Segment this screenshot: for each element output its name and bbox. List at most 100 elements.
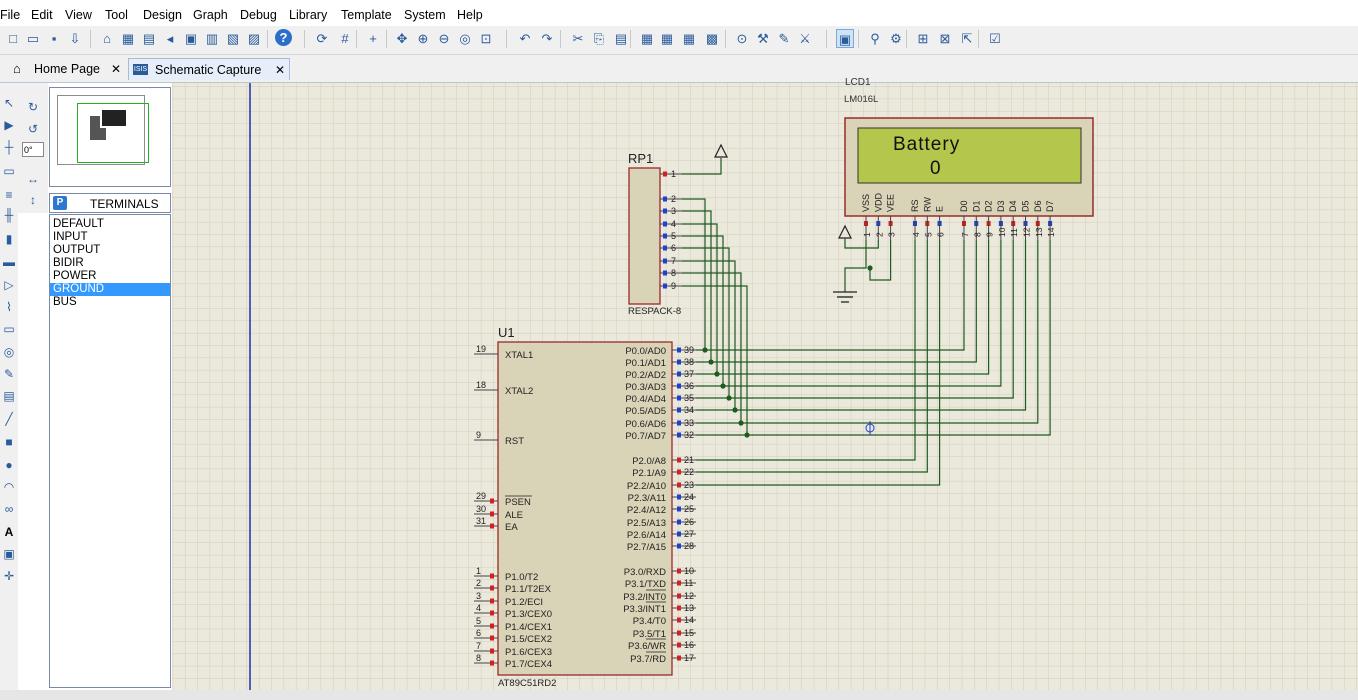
menu-help[interactable]: Help	[457, 8, 483, 22]
bom-icon[interactable]: ▧	[226, 31, 240, 46]
terminals-mode-icon[interactable]: ▬	[3, 255, 15, 269]
menu-library[interactable]: Library	[289, 8, 328, 22]
terminal-item-power[interactable]: POWER	[53, 270, 97, 282]
undo-icon[interactable]: ↶	[519, 31, 531, 46]
voltage-probe-icon[interactable]: ✎	[3, 367, 15, 381]
import-icon[interactable]: ⇩	[69, 31, 81, 46]
netlist-icon[interactable]: ▥	[205, 31, 219, 46]
close-icon[interactable]: ✕	[111, 62, 122, 76]
mcu-pin-name: P1.6/CEX3	[505, 647, 552, 658]
block-copy-icon[interactable]: ▦	[640, 31, 654, 46]
arc-2d-icon[interactable]: ◠	[3, 480, 15, 494]
marker-2d-icon[interactable]: ✛	[3, 569, 15, 583]
tab-home-page[interactable]: ⌂ Home Page ✕	[8, 58, 123, 80]
exit-parent-icon[interactable]: ⇱	[961, 31, 973, 46]
zoom-area-icon[interactable]: ⊡	[480, 31, 492, 46]
save-icon[interactable]: ▪	[51, 31, 57, 46]
close-icon[interactable]: ✕	[275, 63, 286, 77]
lcd-pin-name: RS	[910, 199, 920, 212]
menu-system[interactable]: System	[404, 8, 446, 22]
current-probe-icon[interactable]: ▤	[3, 389, 15, 403]
terminal-item-default[interactable]: DEFAULT	[53, 218, 104, 230]
make-device-icon[interactable]: ⚒	[757, 31, 769, 46]
block-delete-icon[interactable]: ▩	[705, 31, 719, 46]
wire-label-icon[interactable]: ▭	[3, 164, 15, 178]
menu-view[interactable]: View	[65, 8, 92, 22]
wire-autorouter-icon[interactable]: ▣	[836, 29, 854, 48]
rotation-field[interactable]: 0°	[22, 142, 44, 157]
component-icon[interactable]: ▣	[184, 31, 198, 46]
paste-icon[interactable]: ▤	[614, 31, 628, 46]
menu-debug[interactable]: Debug	[240, 8, 277, 22]
home-icon[interactable]: ⌂	[103, 31, 111, 46]
box-2d-icon[interactable]: ■	[5, 435, 13, 449]
terminal-item-bus[interactable]: BUS	[53, 296, 77, 308]
mirror-horizontal-icon[interactable]: ↔	[27, 172, 39, 186]
menu-template[interactable]: Template	[341, 8, 392, 22]
menu-graph[interactable]: Graph	[193, 8, 228, 22]
mcu-pin-number: 12	[684, 591, 694, 601]
selection-mode-icon[interactable]: ↖	[3, 96, 15, 110]
isis-icon: ISIS	[133, 64, 148, 75]
zoom-in-icon[interactable]: ⊕	[417, 31, 429, 46]
remove-sheet-icon[interactable]: ⊠	[939, 31, 951, 46]
back-icon[interactable]: ◂	[166, 31, 174, 46]
isis-icon[interactable]: ▦	[121, 31, 135, 46]
grid-icon[interactable]: #	[341, 31, 349, 46]
generator-icon[interactable]: ◎	[3, 345, 15, 359]
terminal-item-bidir[interactable]: BIDIR	[53, 257, 84, 269]
pan-icon[interactable]: ✥	[396, 31, 408, 46]
help-icon[interactable]: ?	[275, 29, 292, 46]
new-sheet-icon[interactable]: ⊞	[917, 31, 929, 46]
circle-2d-icon[interactable]: ●	[5, 458, 13, 472]
search-icon[interactable]: ⚲	[870, 31, 880, 46]
text-2d-icon[interactable]: A	[4, 525, 14, 539]
pick-badge[interactable]: P	[53, 196, 67, 210]
redo-icon[interactable]: ↷	[541, 31, 553, 46]
junction-dot-icon[interactable]: ┼	[4, 140, 14, 154]
symbol-2d-icon[interactable]: ▣	[3, 547, 15, 561]
device-pins-icon[interactable]: ▷	[4, 278, 14, 292]
rotate-anticlockwise-icon[interactable]: ↺	[27, 122, 39, 136]
mirror-vertical-icon[interactable]: ↕	[30, 193, 36, 207]
bus-mode-icon[interactable]: ╫	[4, 208, 14, 222]
tape-recorder-icon[interactable]: ▭	[3, 322, 15, 336]
decompose-icon[interactable]: ⚔	[799, 31, 811, 46]
ares-icon[interactable]: ▤	[142, 31, 156, 46]
block-rotate-icon[interactable]: ▦	[682, 31, 696, 46]
terminal-item-input[interactable]: INPUT	[53, 231, 88, 243]
zoom-all-icon[interactable]: ◎	[459, 31, 471, 46]
component-mode-icon[interactable]: ▶	[4, 118, 14, 132]
mcu-pin-number: 24	[684, 492, 694, 502]
bom-report-icon[interactable]: ☑	[989, 31, 1001, 46]
open-icon[interactable]: ▭	[26, 31, 40, 46]
menu-file[interactable]: File	[0, 8, 21, 22]
subcircuit-icon[interactable]: ▮	[5, 232, 13, 246]
menu-design[interactable]: Design	[143, 8, 182, 22]
new-file-icon[interactable]: □	[9, 31, 17, 46]
rotate-clockwise-icon[interactable]: ↻	[27, 100, 39, 114]
overview-window[interactable]	[49, 87, 171, 187]
block-move-icon[interactable]: ▦	[660, 31, 674, 46]
terminal-item-output[interactable]: OUTPUT	[53, 244, 101, 256]
line-2d-icon[interactable]: ╱	[5, 412, 13, 426]
overview-viewport[interactable]	[77, 103, 149, 163]
menu-edit[interactable]: Edit	[31, 8, 53, 22]
path-2d-icon[interactable]: ∞	[4, 502, 14, 516]
origin-icon[interactable]: +	[369, 31, 377, 46]
zoom-out-icon[interactable]: ⊖	[438, 31, 450, 46]
menu-tool[interactable]: Tool	[105, 8, 128, 22]
packaging-icon[interactable]: ✎	[778, 31, 790, 46]
terminal-item-ground[interactable]: GROUND	[50, 283, 170, 296]
pick-device-icon[interactable]: ⊙	[736, 31, 748, 46]
drc-icon[interactable]: ▨	[247, 31, 261, 46]
property-tool-icon[interactable]: ⚙	[890, 31, 902, 46]
refresh-icon[interactable]: ⟳	[316, 31, 328, 46]
graph-mode-icon[interactable]: ⌇	[6, 300, 12, 314]
cut-icon[interactable]: ✂	[572, 31, 584, 46]
mcu-pin-name: P0.5/AD5	[625, 406, 666, 417]
tab-schematic-capture[interactable]: ISIS Schematic Capture ✕	[128, 58, 290, 80]
text-script-icon[interactable]: ≡	[5, 188, 13, 202]
copy-icon[interactable]: ⎘	[593, 31, 605, 46]
